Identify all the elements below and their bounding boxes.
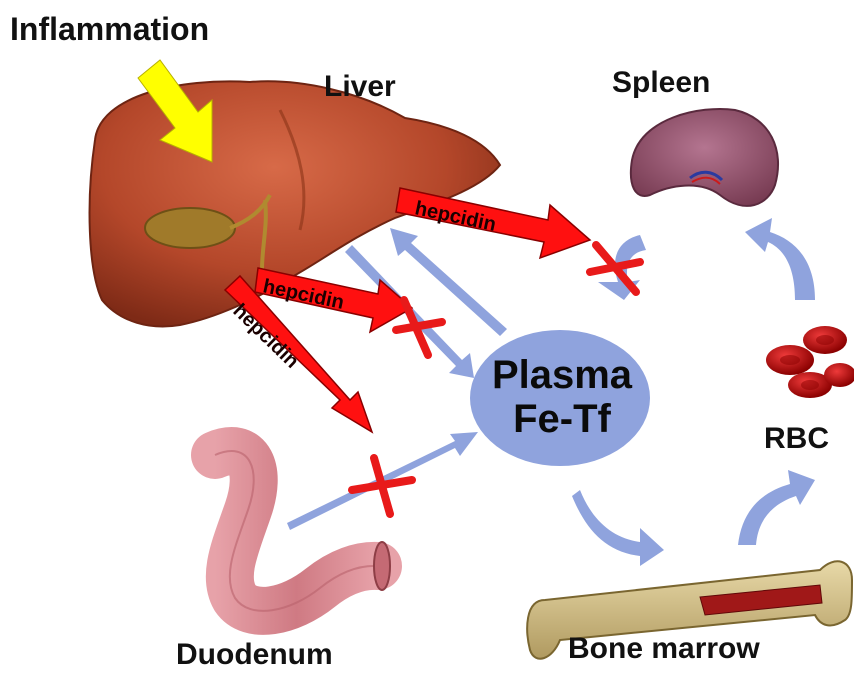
fe-tf-label: Fe-Tf bbox=[513, 397, 611, 441]
bone-to-rbc-arrow bbox=[738, 470, 815, 545]
rbc-to-spleen-arrow bbox=[745, 218, 815, 300]
duodenum-illustration bbox=[215, 451, 390, 611]
plasma-label: Plasma bbox=[492, 353, 633, 397]
liver-label: Liver bbox=[324, 70, 396, 103]
rbc-illustration bbox=[766, 326, 854, 398]
spleen-label: Spleen bbox=[612, 66, 710, 99]
duodenum-label: Duodenum bbox=[176, 638, 333, 671]
bone-marrow-label: Bone marrow bbox=[568, 632, 760, 665]
plasma-to-liver-arrow bbox=[390, 228, 507, 336]
spleen-illustration bbox=[631, 109, 778, 206]
plasma-to-bone-arrow bbox=[572, 490, 664, 566]
inflammation-label: Inflammation bbox=[10, 11, 209, 47]
rbc-label: RBC bbox=[764, 422, 829, 455]
